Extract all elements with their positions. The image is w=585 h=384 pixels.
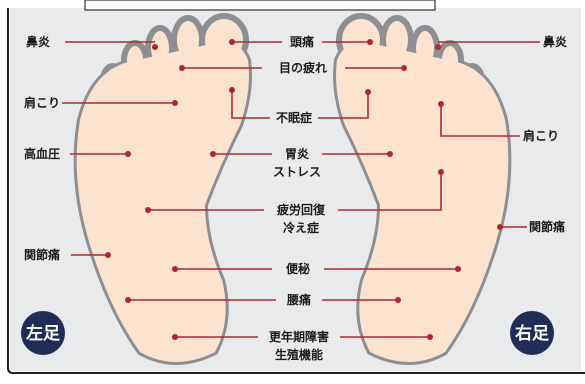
label-hypertension: 高血圧 (24, 146, 60, 161)
line-fatigue (148, 172, 442, 211)
label-shoulder-right: 肩こり (523, 128, 559, 143)
point-head-right (367, 39, 373, 45)
right-badge-circle (510, 311, 554, 355)
line-shoulder-right (440, 104, 520, 137)
point-menopause-right (427, 334, 433, 340)
point-hypertension (125, 151, 131, 157)
point-nose-right (435, 44, 441, 50)
point-joint-right (497, 224, 503, 230)
frame-border (7, 8, 585, 374)
point-nose-left (152, 44, 158, 50)
label-stomach-1: 胃炎 (285, 146, 309, 161)
label-nose-right: 鼻炎 (543, 34, 567, 49)
label-eye-fatigue: 目の疲れ (279, 60, 327, 75)
point-backpain-right (395, 297, 401, 303)
right-badge-label: 右足 (515, 323, 549, 344)
point-insomnia-left (229, 87, 235, 93)
line-insomnia (231, 90, 369, 119)
label-menopause-1: 更年期障害 (269, 329, 329, 344)
left-foot-badge: 左足 (21, 311, 65, 355)
point-stomach-right (387, 151, 393, 157)
left-sole-fill (76, 41, 250, 363)
labels: 鼻炎 鼻炎 頭痛 目の疲れ 肩こり 肩こり 不眠症 高血圧 胃炎 ストレス 疲労… (24, 34, 567, 362)
point-insomnia-right (365, 89, 371, 95)
label-insomnia: 不眠症 (276, 110, 312, 125)
label-menopause-2: 生殖機能 (275, 347, 323, 362)
point-shoulder-left (172, 100, 178, 106)
label-nose-left: 鼻炎 (26, 34, 50, 49)
point-shoulder-right (438, 101, 444, 107)
label-stomach-2: ストレス (273, 165, 321, 179)
point-fatigue-right (438, 169, 444, 175)
label-joint-right: 関節痛 (529, 219, 565, 234)
label-fatigue-1: 疲労回復 (277, 202, 326, 217)
label-shoulder-left: 肩こり (24, 95, 60, 110)
point-stomach-left (210, 151, 216, 157)
reflex-points (105, 39, 503, 340)
point-constipation-right (455, 266, 461, 272)
left-foot (73, 13, 252, 365)
connector-lines (62, 41, 540, 338)
point-eye-left (179, 65, 185, 71)
point-fatigue-left (145, 207, 151, 213)
label-backpain: 腰痛 (286, 292, 311, 307)
right-foot-badge: 右足 (510, 311, 554, 355)
point-constipation-left (172, 266, 178, 272)
left-badge-circle (21, 311, 65, 355)
label-headache: 頭痛 (290, 34, 314, 49)
label-joint-left: 関節痛 (24, 247, 60, 262)
right-foot (333, 13, 512, 365)
top-tab (84, 0, 436, 11)
point-menopause-left (172, 334, 178, 340)
label-fatigue-2: 冷え症 (283, 220, 319, 235)
point-eye-right (401, 65, 407, 71)
point-head-left (229, 39, 235, 45)
label-constipation: 便秘 (286, 261, 310, 276)
right-sole-fill (336, 41, 509, 363)
point-joint-left (105, 252, 111, 258)
left-badge-label: 左足 (26, 323, 60, 344)
point-backpain-left (125, 297, 131, 303)
